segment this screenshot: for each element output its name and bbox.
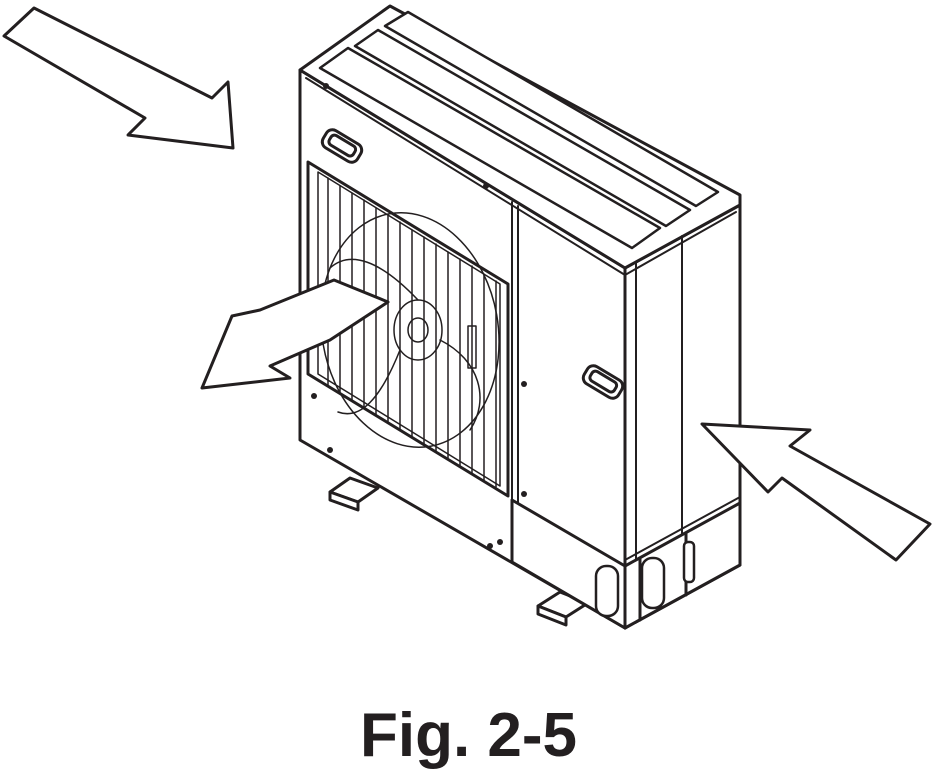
service-ports (594, 540, 696, 618)
handle-front-top (320, 128, 364, 164)
top-panels (318, 10, 720, 250)
airflow-arrow-outlet-front (200, 278, 390, 390)
top-trim (299, 69, 741, 276)
mounting-foot-left (328, 476, 380, 512)
figure-caption: Fig. 2-5 (359, 701, 578, 770)
outdoor-unit-diagram (2, 4, 932, 630)
screws (311, 83, 527, 549)
airflow-arrow-inlet-right (700, 422, 932, 562)
handle-side-panel (581, 364, 625, 400)
airflow-arrow-inlet-top-left (2, 6, 235, 150)
